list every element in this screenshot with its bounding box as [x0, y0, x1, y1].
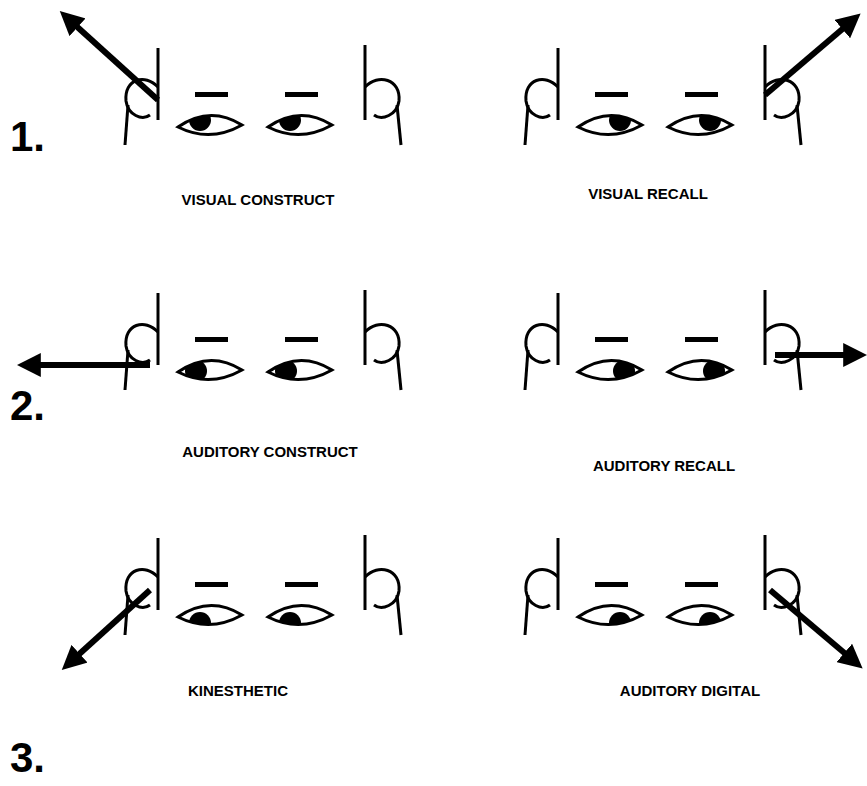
direction-arrows	[36, 24, 848, 657]
row-number: 1.	[10, 116, 45, 158]
cue-label: AUDITORY CONSTRUCT	[182, 444, 358, 459]
face-auditory-recall	[525, 290, 801, 390]
row-number: 3.	[10, 737, 45, 779]
face-auditory-digital	[525, 535, 801, 635]
cue-label: AUDITORY DIGITAL	[620, 683, 760, 698]
cue-label: KINESTHETIC	[188, 683, 288, 698]
face-visual-construct	[125, 45, 401, 145]
cue-label: VISUAL RECALL	[588, 186, 708, 201]
cue-label: AUDITORY RECALL	[593, 458, 735, 473]
cue-label: VISUAL CONSTRUCT	[181, 192, 334, 207]
row-number: 2.	[10, 385, 45, 427]
face-kinesthetic	[125, 535, 401, 635]
face-auditory-construct	[125, 290, 401, 390]
face-visual-recall	[525, 45, 801, 145]
